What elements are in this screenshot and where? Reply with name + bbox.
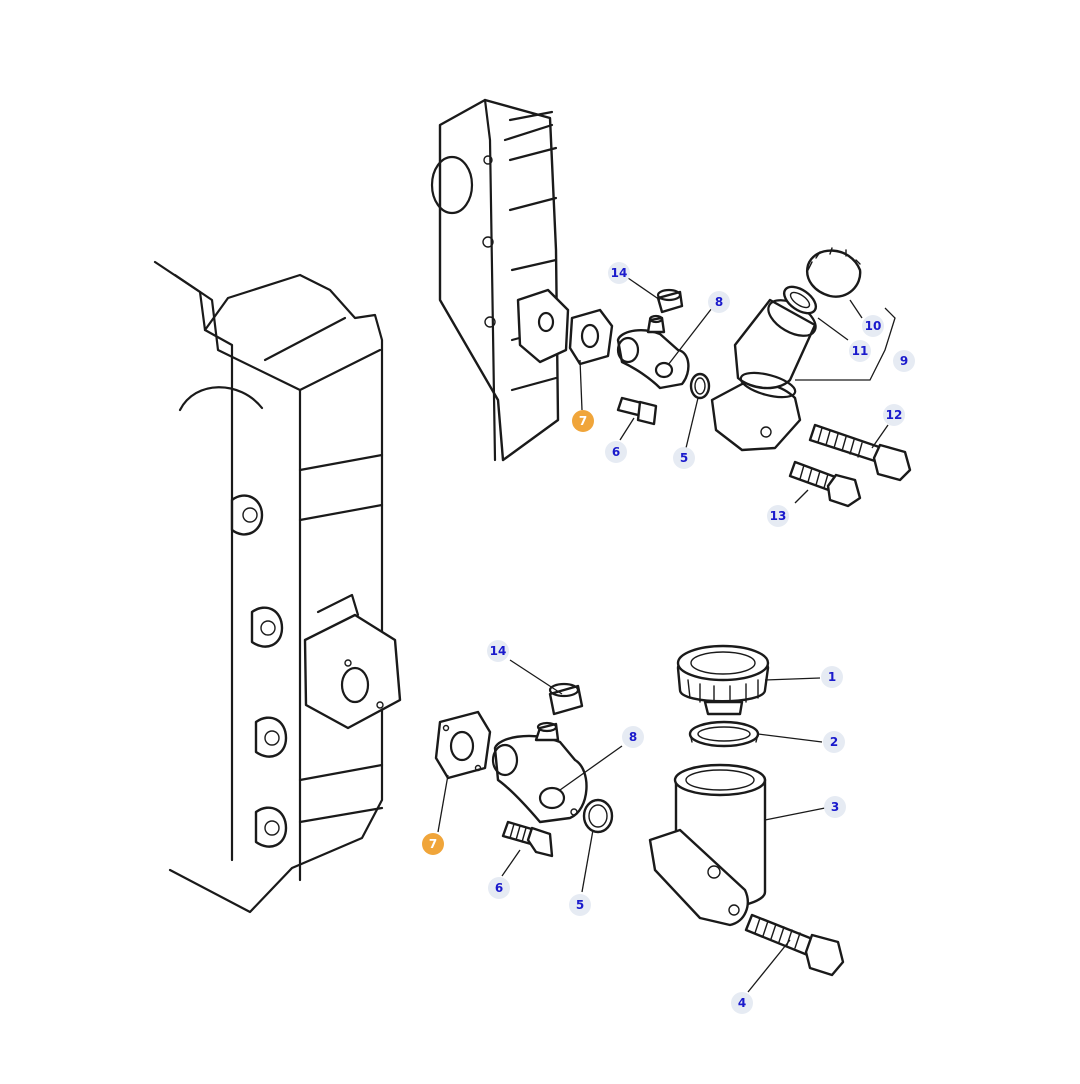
lower-plug-cap: [548, 682, 584, 716]
upper-seal-ring: [782, 285, 818, 315]
callout-lower-4[interactable]: 4: [731, 992, 753, 1014]
upper-assembly: [568, 247, 912, 508]
lower-long-bolt: [744, 913, 845, 977]
upper-filler-cap: [805, 247, 862, 298]
upper-o-ring: [689, 372, 711, 400]
upper-filler-neck-housing: [710, 298, 817, 452]
callout-lower-5[interactable]: 5: [569, 894, 591, 916]
upper-medium-bolt: [788, 460, 862, 508]
lower-elbow-fitting: [491, 721, 588, 824]
callout-lower-8[interactable]: 8: [622, 726, 644, 748]
callout-upper-8[interactable]: 8: [708, 291, 730, 313]
callout-lower-1[interactable]: 1: [821, 666, 843, 688]
callout-upper-6[interactable]: 6: [605, 441, 627, 463]
callout-upper-12[interactable]: 12: [883, 404, 905, 426]
upper-small-bolt: [616, 396, 658, 426]
upper-plug-cap: [656, 288, 684, 314]
callout-upper-10[interactable]: 10: [862, 315, 884, 337]
callout-upper-13[interactable]: 13: [767, 505, 789, 527]
lower-assembly: [434, 644, 845, 993]
callout-lower-14[interactable]: 14: [487, 640, 509, 662]
callout-lower-2[interactable]: 2: [823, 731, 845, 753]
callout-upper-14[interactable]: 14: [608, 262, 630, 284]
upper-elbow-fitting: [616, 314, 690, 390]
lower-gasket: [434, 710, 492, 780]
cylinder-head: [430, 98, 570, 462]
callout-upper-11[interactable]: 11: [849, 340, 871, 362]
callout-upper-7[interactable]: 7: [572, 410, 594, 432]
callout-lower-3[interactable]: 3: [824, 796, 846, 818]
callout-upper-9[interactable]: 9: [893, 350, 915, 372]
callout-upper-5[interactable]: 5: [673, 447, 695, 469]
lower-filler-cap: [676, 644, 770, 716]
callout-lower-6[interactable]: 6: [488, 877, 510, 899]
lower-seal-ring: [688, 720, 760, 748]
upper-gasket: [568, 308, 614, 366]
upper-long-bolt: [808, 423, 912, 482]
callout-lower-7[interactable]: 7: [422, 833, 444, 855]
lower-o-ring: [582, 798, 614, 834]
engine-block: [153, 260, 402, 914]
lower-filler-neck-housing: [648, 763, 767, 927]
lower-small-bolt: [501, 820, 554, 858]
